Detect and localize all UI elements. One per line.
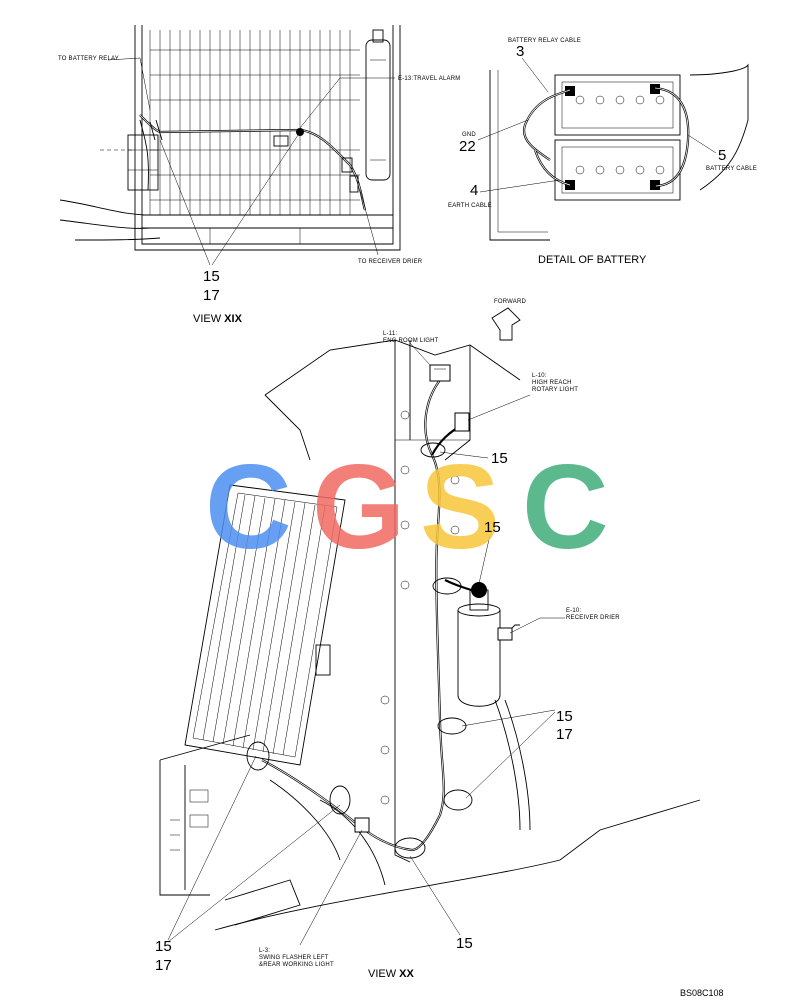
callout-15-top: 15 xyxy=(491,450,508,467)
radiator-fins xyxy=(202,494,326,756)
cgsc-watermark: C G S C xyxy=(205,440,609,574)
battery-detail-drawing xyxy=(477,57,749,241)
forward-label: FORWARD xyxy=(494,299,527,305)
view-xix-drawing xyxy=(59,25,401,266)
e10-code-label: E-10: xyxy=(566,608,581,614)
battery-relay-cable-label: BATTERY RELAY CABLE xyxy=(508,38,581,44)
callout-17-right: 17 xyxy=(556,726,573,743)
watermark-letter-c1: C xyxy=(205,440,292,574)
earth-cable-label: EARTH CABLE xyxy=(448,203,492,209)
item-22-callout: 22 xyxy=(459,138,476,155)
callout-15-xix: 15 xyxy=(203,268,220,285)
forward-arrow-icon xyxy=(491,307,521,341)
callout-17-left: 17 xyxy=(155,957,172,974)
l10-name-line1: HIGH REACH xyxy=(532,380,572,386)
item-5-callout: 5 xyxy=(718,147,726,164)
l3-name-line2: &REAR WORKING LIGHT xyxy=(259,962,334,968)
to-battery-relay-label: TO BATTERY RELAY xyxy=(58,56,119,62)
view-xx-caption: VIEW XX xyxy=(368,968,415,980)
l11-code-label: L-11: xyxy=(383,331,397,337)
to-receiver-drier-label: TO RECEIVER DRIER xyxy=(358,259,423,265)
callout-15-mid: 15 xyxy=(484,519,501,536)
view-xx-drawing xyxy=(159,307,701,946)
view-xix-caption: VIEW XIX xyxy=(193,313,243,325)
callout-15-bottom: 15 xyxy=(456,935,473,952)
detail-of-battery-caption: DETAIL OF BATTERY xyxy=(538,254,647,266)
item-3-callout: 3 xyxy=(516,43,524,60)
item-4-callout: 4 xyxy=(470,182,478,199)
watermark-letter-c2: C xyxy=(522,440,609,574)
watermark-letter-s: S xyxy=(420,440,500,574)
watermark-letter-g: G xyxy=(312,440,405,574)
l11-name-label: ENG ROOM LIGHT xyxy=(383,338,439,344)
callout-15-left: 15 xyxy=(155,938,172,955)
gnd-label: GND xyxy=(462,132,476,138)
l10-name-line2: ROTARY LIGHT xyxy=(532,387,578,393)
figure-code: BS08C108 xyxy=(680,988,724,998)
callout-15-right: 15 xyxy=(556,708,573,725)
travel-alarm-label: E-13:TRAVEL ALARM xyxy=(398,76,460,82)
callout-17-xix: 17 xyxy=(203,287,220,304)
e10-name-label: RECEIVER DRIER xyxy=(566,615,620,621)
l3-code-label: L-3: xyxy=(259,948,270,954)
radiator-core xyxy=(149,30,360,215)
harness-clamps xyxy=(246,442,473,859)
l3-name-line1: SWING FLASHER LEFT xyxy=(259,955,329,961)
battery-cable-label: BATTERY CABLE xyxy=(706,166,757,172)
l10-code-label: L-10: xyxy=(532,373,547,379)
